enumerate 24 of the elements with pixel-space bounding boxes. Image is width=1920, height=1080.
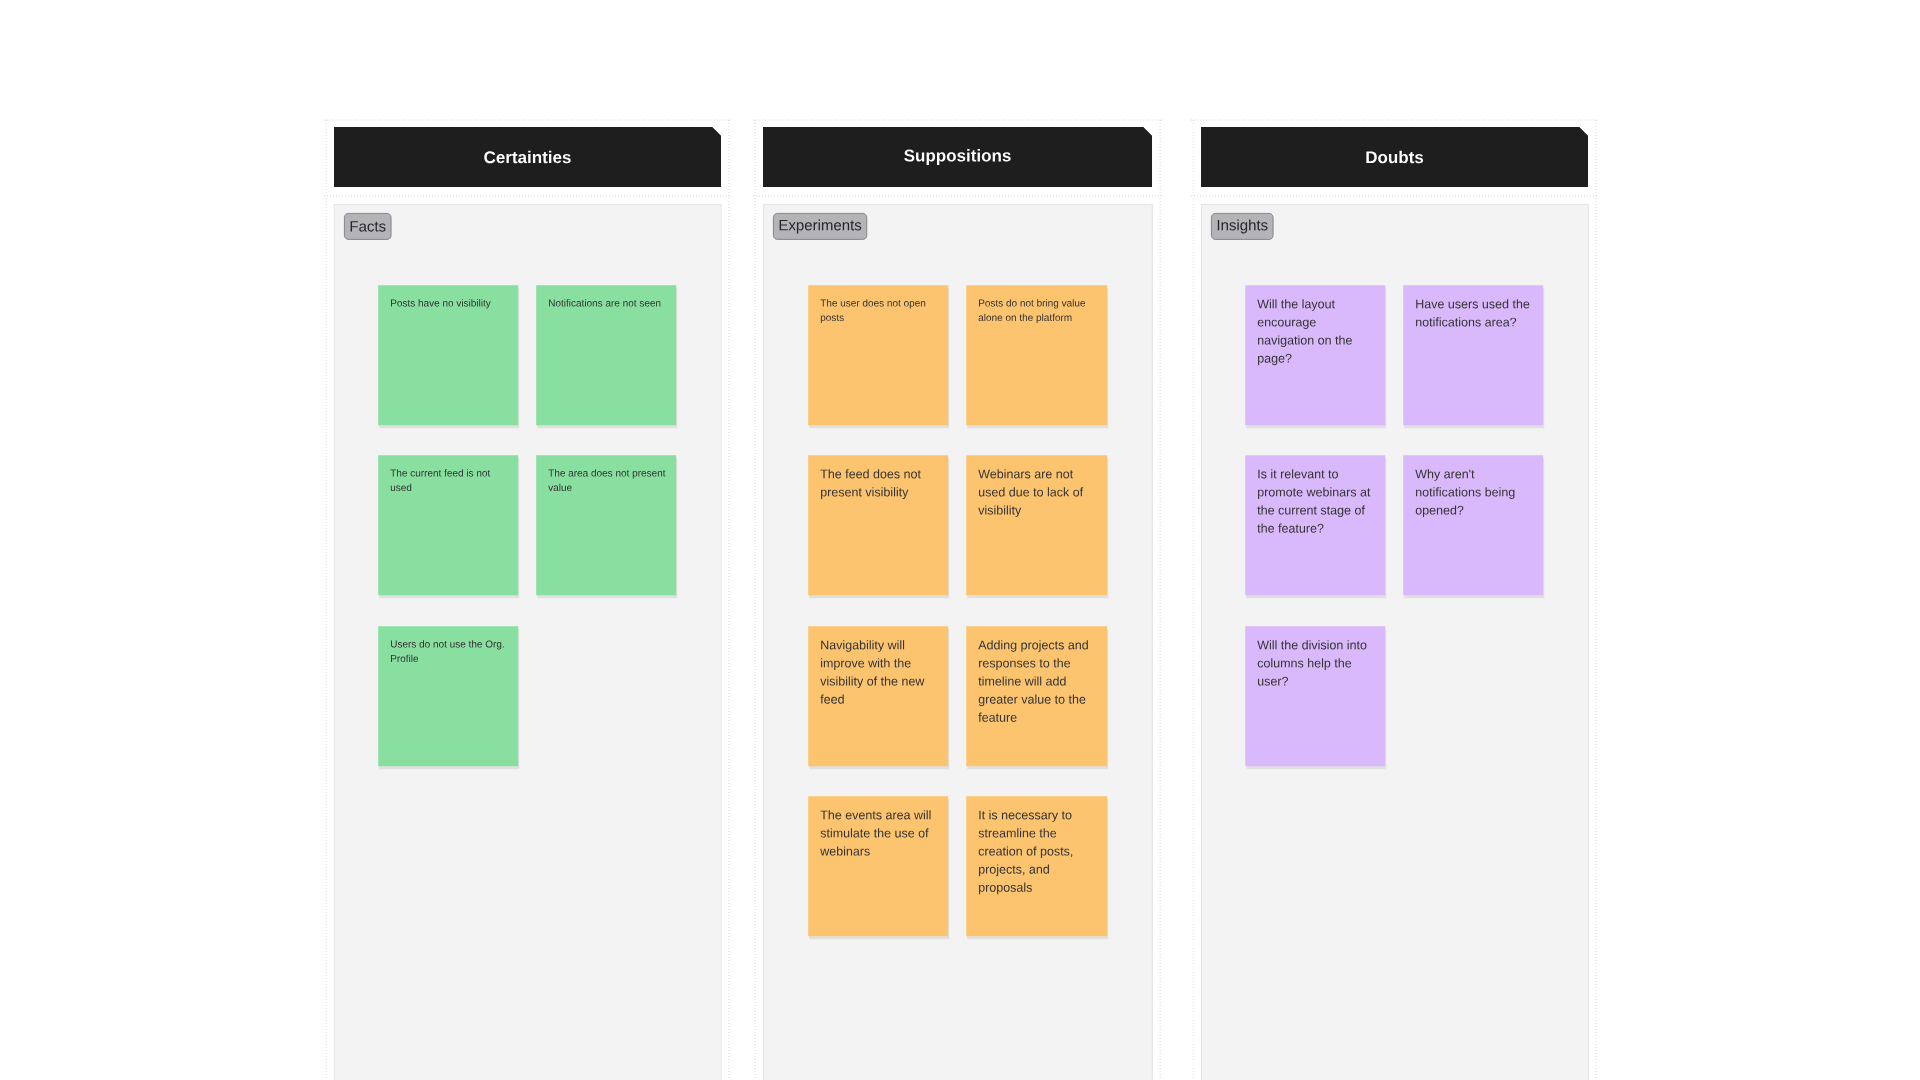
sticky-note: Will the division into columns help the user? bbox=[1245, 626, 1387, 770]
tag-label: Insights bbox=[1211, 213, 1274, 240]
sticky-note: The area does not present value bbox=[536, 455, 678, 599]
sticky-note: Webinars are not used due to lack of visibility bbox=[966, 455, 1109, 599]
sticky-note: The feed does not present visibility bbox=[808, 455, 950, 599]
sticky-note: Have users used the notifications area? bbox=[1403, 285, 1545, 429]
sticky-note: Navigability will improve with the visibility of the new feed bbox=[808, 626, 950, 770]
column-header: Suppositions bbox=[763, 126, 1153, 187]
sticky-note: The user does not open posts bbox=[808, 285, 950, 429]
column-header: Certainties bbox=[334, 126, 722, 187]
sticky-note: Adding projects and responses to the timeline will add greater value to the feature bbox=[966, 626, 1109, 770]
column-header: Doubts bbox=[1201, 126, 1589, 187]
sticky-note: Notifications are not seen bbox=[536, 285, 678, 429]
sticky-note: Why aren't notifications being opened? bbox=[1403, 455, 1545, 599]
sticky-note: Posts do not bring value alone on the platform bbox=[966, 285, 1109, 429]
tag-label: Facts bbox=[344, 213, 392, 240]
sticky-note: It is necessary to streamline the creation of posts, projects, and proposals bbox=[966, 796, 1109, 940]
tag-label: Experiments bbox=[773, 213, 868, 240]
sticky-note: The events area will stimulate the use of webinars bbox=[808, 796, 950, 940]
sticky-note: Is it relevant to promote webinars at the current stage of the feature? bbox=[1245, 455, 1387, 599]
sticky-note: Posts have no visibility bbox=[378, 285, 520, 429]
sticky-note: Users do not use the Org. Profile bbox=[378, 626, 520, 770]
sticky-note: Will the layout encourage navigation on the page? bbox=[1245, 285, 1387, 429]
sticky-note: The current feed is not used bbox=[378, 455, 520, 599]
